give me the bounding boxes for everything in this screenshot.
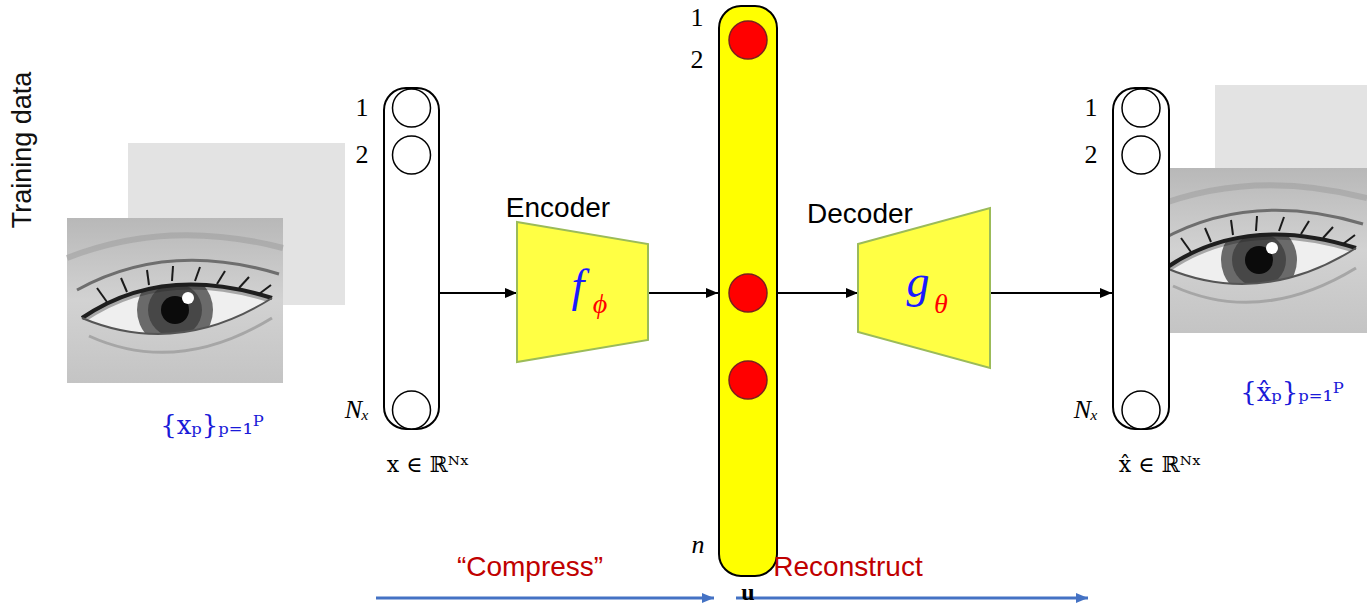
index-label: 2 [691,47,704,73]
stage-label: Reconstruct [773,553,922,581]
neuron-unit [729,361,767,399]
function-symbol: g [907,259,930,305]
vector-outline [718,5,778,577]
vector-name: u [741,580,754,604]
network-block [517,222,648,362]
stage-label: “Compress” [457,553,603,581]
vector-outline [1112,87,1170,430]
index-label: Nₓ [1074,397,1099,423]
block-title: Decoder [807,200,913,228]
parameter-subscript: θ [934,290,948,318]
neuron-unit [1122,391,1160,429]
vector-column [1113,88,1169,429]
neuron-unit [1122,89,1160,127]
dataset-symbol: {xₚ}ₚ₌₁ᴾ [160,412,264,438]
index-label: 2 [1085,142,1098,168]
side-title: Training data [9,72,36,229]
space-notation: x̂ ∈ ℝᴺˣ [1119,454,1201,476]
input-vector: 12Nₓ [383,87,440,430]
vector-column [719,6,777,576]
process-arrow [376,597,714,600]
neuron-unit [393,391,431,429]
encoder-block: Encoderfϕ [517,222,648,362]
flow-arrow [778,292,858,294]
index-label: 1 [356,95,369,121]
index-label: 2 [356,142,369,168]
eye-image [1151,168,1367,333]
function-symbol: f [572,263,585,309]
flow-arrow [990,292,1112,294]
process-arrow [736,597,1088,600]
index-label: 1 [691,5,704,31]
index-label: 1 [1085,95,1098,121]
output-vector: 12Nₓ [1112,87,1170,430]
decoder-block: Decodergθ [858,208,990,368]
vector-column [384,88,439,429]
vector-outline [383,87,440,430]
index-label: Nₓ [345,397,370,423]
flow-arrow [648,292,718,294]
network-block [858,208,990,368]
dataset-symbol: {x̂ₚ}ₚ₌₁ᴾ [1240,379,1344,405]
neuron-unit [729,21,767,59]
neuron-unit [729,274,767,312]
index-label: n [692,532,705,558]
latent-vector: 12nu [718,5,778,577]
flow-arrow [440,292,517,294]
eye-image [67,218,283,383]
space-notation: x ∈ ℝᴺˣ [387,454,469,476]
neuron-unit [393,89,431,127]
neuron-unit [393,136,431,174]
block-title: Encoder [506,194,610,222]
neuron-unit [1122,136,1160,174]
parameter-subscript: ϕ [593,290,608,318]
